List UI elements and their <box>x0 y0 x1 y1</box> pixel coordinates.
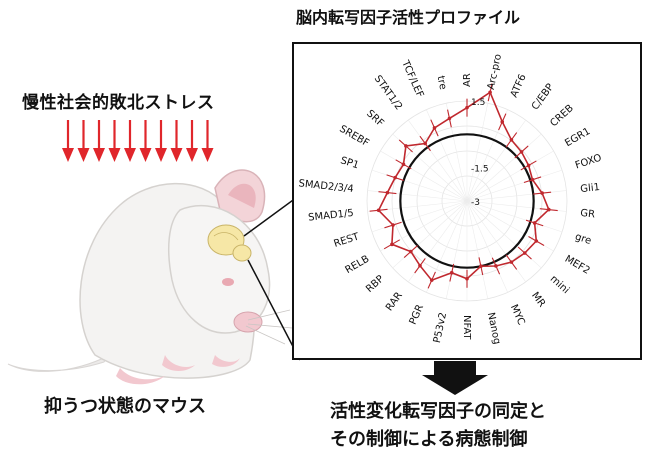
category-label: MYC <box>508 303 527 327</box>
reference-circle <box>399 133 535 269</box>
radial-tick-label: 1.5 <box>471 98 485 108</box>
radar-spoke <box>466 103 489 202</box>
radar-spoke <box>380 150 468 202</box>
category-label: SP1 <box>339 155 360 171</box>
radar-spoke <box>445 200 468 299</box>
radar-spoke <box>466 150 554 202</box>
category-label: STAT1/2 <box>372 74 404 113</box>
stress-arrow-icon <box>155 120 167 162</box>
brain-icon <box>207 224 252 262</box>
category-label: RBP <box>364 274 386 295</box>
stress-arrow-icon <box>201 120 214 162</box>
category-label: MEF2 <box>563 254 592 277</box>
radar-spoke <box>466 200 563 233</box>
category-label: RAR <box>384 290 405 313</box>
radar-spoke <box>466 200 489 299</box>
category-label: CREB <box>548 103 576 129</box>
stress-arrow-icon <box>108 120 121 162</box>
mouse-eye <box>222 278 234 286</box>
stress-label: 慢性社会的敗北ストレス <box>22 93 215 113</box>
stress-arrow-icon <box>93 120 105 162</box>
stress-arrow-icon <box>139 120 152 162</box>
category-label: gre <box>574 231 593 247</box>
category-label: MR <box>529 290 547 309</box>
stress-arrow-icon <box>124 120 136 162</box>
category-label: TCF/LEF <box>399 58 426 99</box>
mouse-illustration <box>7 169 300 385</box>
category-label: tre <box>435 75 449 91</box>
profile-series-line <box>377 91 550 282</box>
radar-spoke <box>466 169 563 202</box>
radar-spoke <box>407 119 468 202</box>
stress-arrow-icon <box>186 120 198 162</box>
stress-arrow-icon <box>62 120 74 162</box>
category-label: FOXO <box>574 153 603 172</box>
category-label: RELB <box>344 254 372 276</box>
down-arrow-icon <box>422 361 488 395</box>
category-label: NFAT <box>461 315 472 340</box>
category-label: AR <box>462 73 473 87</box>
category-label: SMAD1/5 <box>308 208 355 224</box>
stress-arrows <box>62 120 214 162</box>
profile-title: 脳内転写因子活性プロファイル <box>296 8 521 27</box>
radar-spoke <box>466 133 542 202</box>
category-label: REST <box>333 231 362 250</box>
result-text: 活性変化転写因子の同定と その制御による病態制御 <box>330 398 546 454</box>
category-label: Gli1 <box>580 182 601 195</box>
category-label: EGR1 <box>563 126 592 149</box>
result-line-2: その制御による病態制御 <box>330 429 528 450</box>
category-label: mini <box>548 274 571 297</box>
category-label: Nanog <box>485 311 503 345</box>
mouse-caption: 抑うつ状態のマウス <box>44 396 206 417</box>
radar-spoke <box>466 200 508 293</box>
radial-tick-label: -1.5 <box>471 165 489 175</box>
radar-spoke <box>392 200 468 269</box>
category-label: P53v2 <box>432 311 449 344</box>
category-label: SMAD2/3/4 <box>298 178 354 195</box>
category-label: SREBF <box>337 124 371 150</box>
category-label: Arc-pro <box>486 53 504 91</box>
category-label: C/EBP <box>530 82 556 112</box>
stress-arrow-icon <box>77 120 90 162</box>
radial-tick-label: -3 <box>471 198 480 208</box>
category-label: GR <box>580 208 596 220</box>
result-line-1: 活性変化転写因子の同定と <box>330 401 546 422</box>
category-label: PGR <box>408 303 427 326</box>
category-label: ATF6 <box>509 73 529 100</box>
stress-arrow-icon <box>170 120 183 162</box>
category-label: SRF <box>364 108 386 129</box>
